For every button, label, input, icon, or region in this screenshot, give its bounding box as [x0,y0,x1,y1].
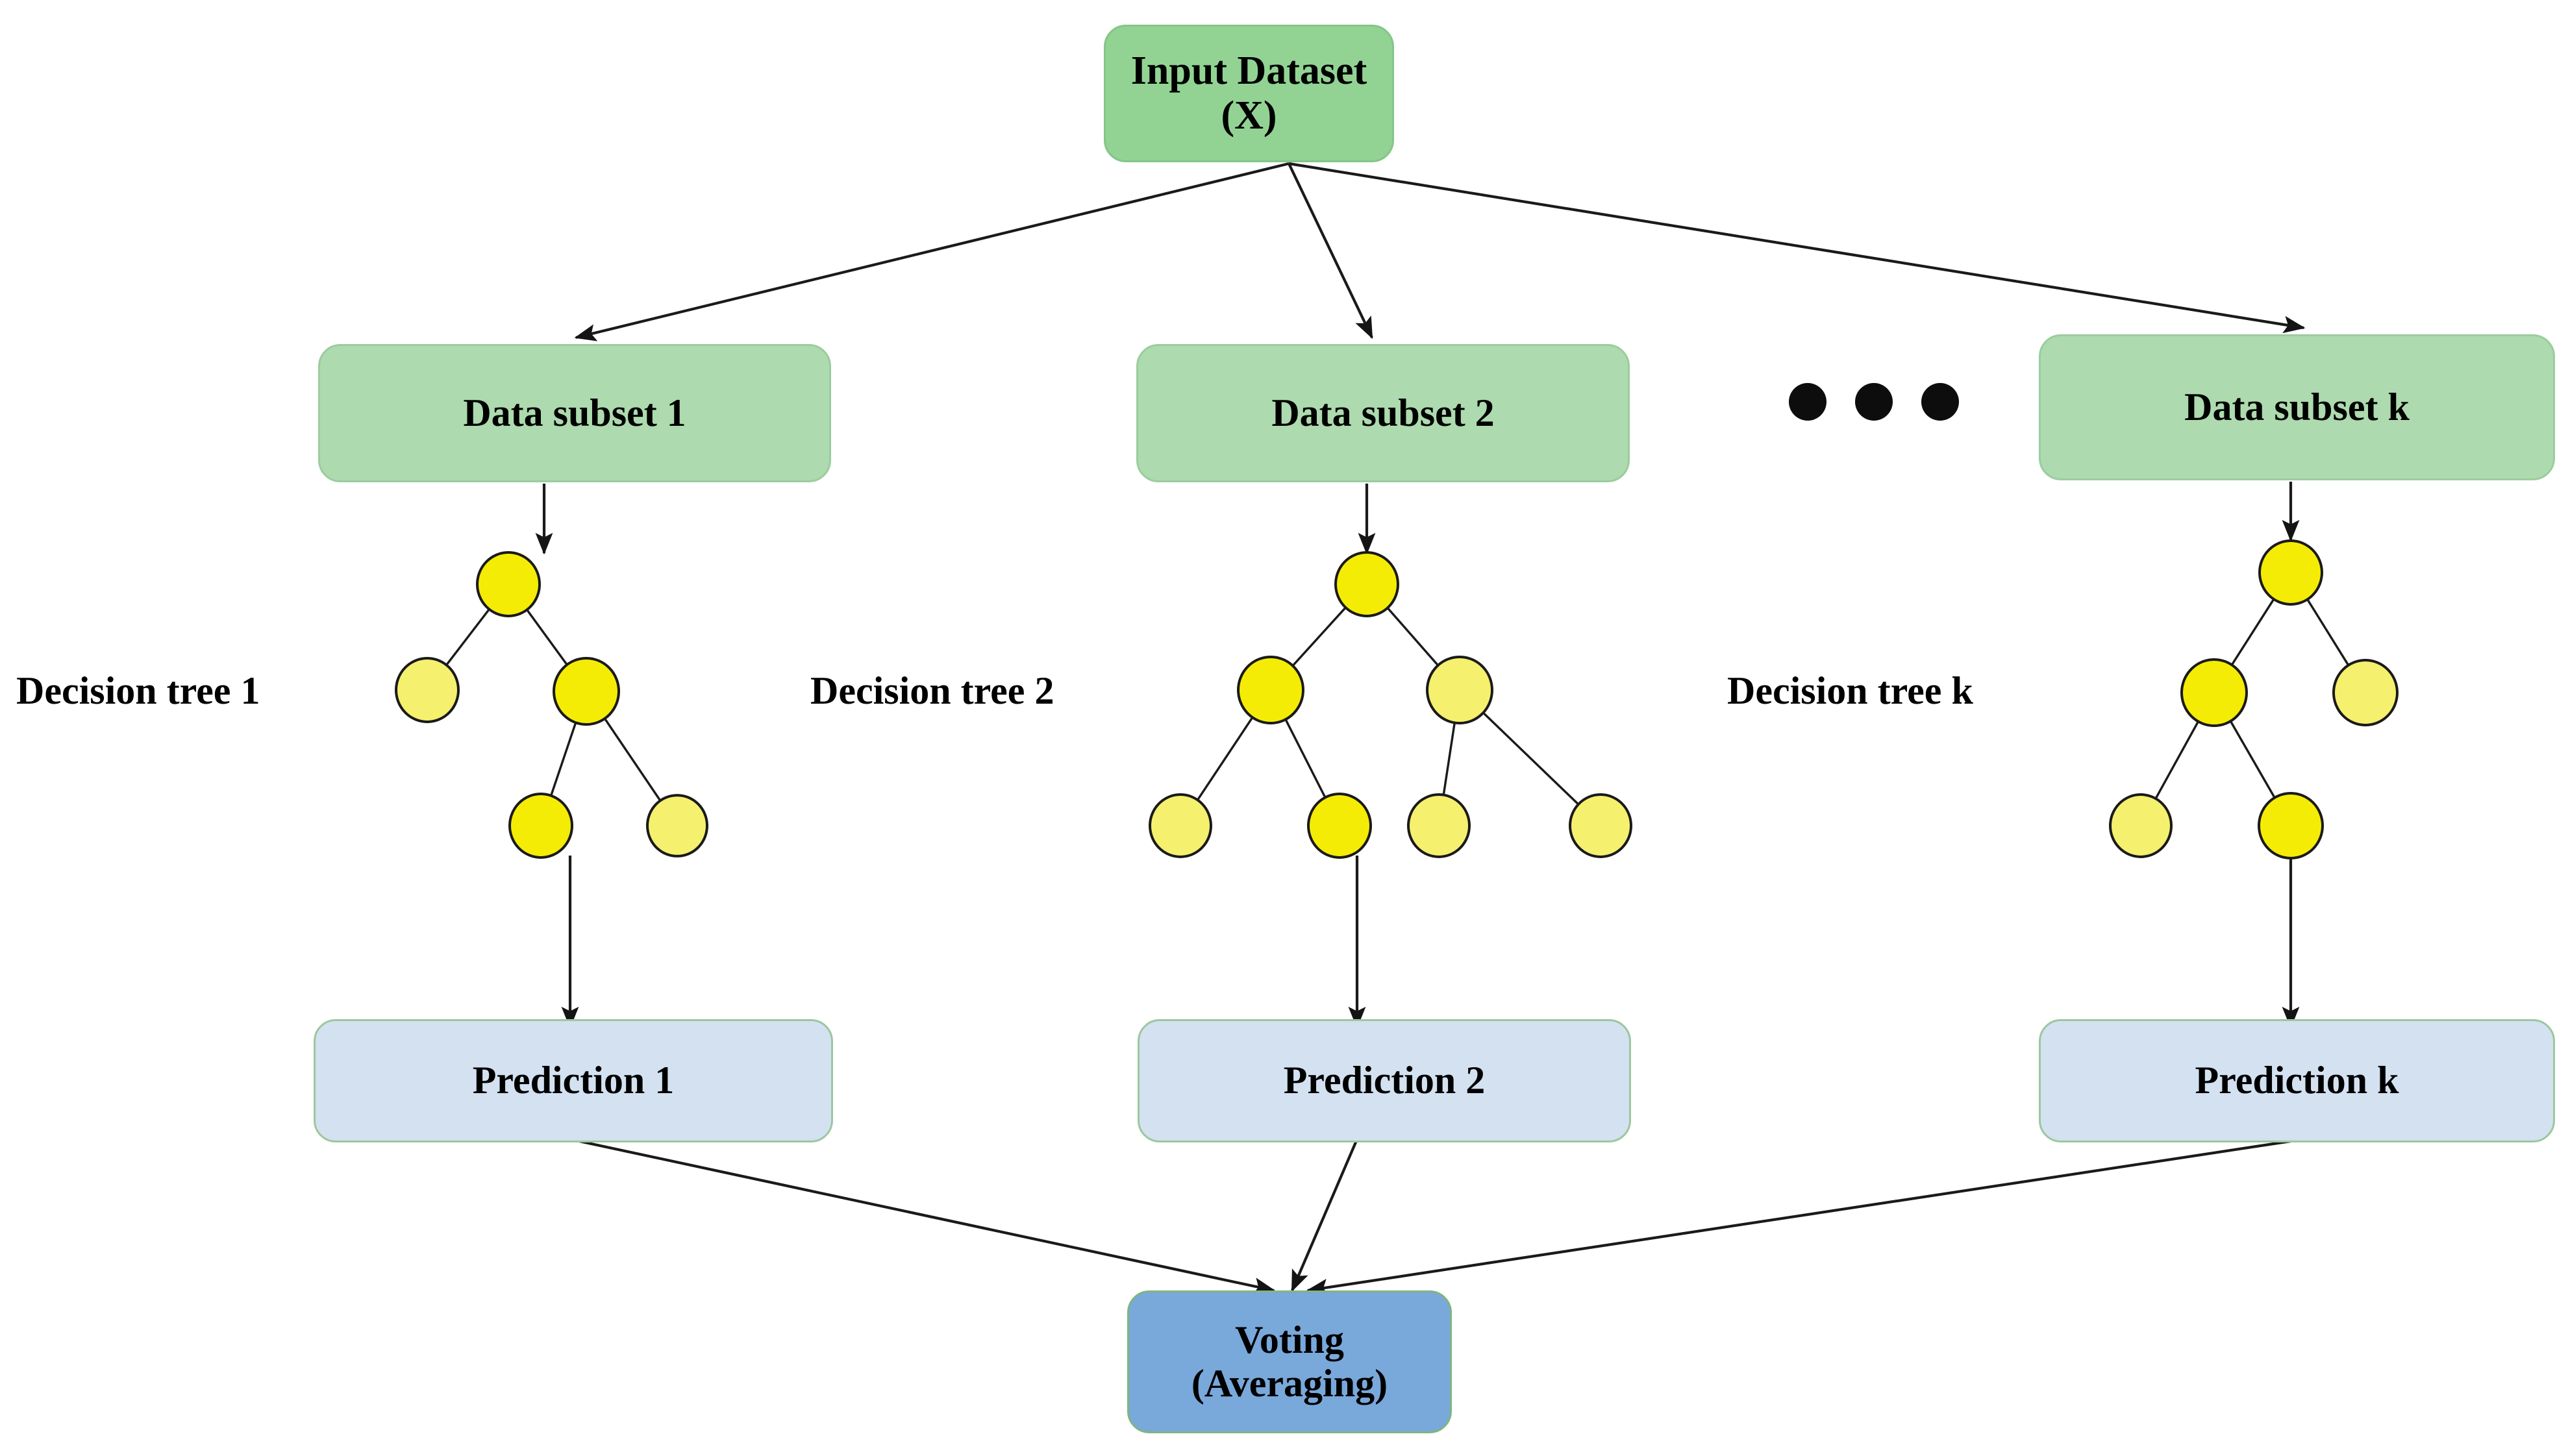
tree-node-bright[interactable] [1307,793,1372,859]
input-dataset-label: Input Dataset (X) [1130,48,1367,138]
tree-node-bright[interactable] [2180,658,2248,727]
prediction-k-label: Prediction k [2195,1059,2399,1102]
tree-edge [1386,606,1440,668]
tree-node-light[interactable] [1569,793,1632,858]
prediction-k-to-voting-arrow [1306,1139,2291,1296]
tree-node-bright[interactable] [2258,792,2324,859]
decision-tree-2-label: Decision tree 2 [810,669,1054,712]
input-to-subset-1-arrow [574,162,1290,341]
tree-node-bright[interactable] [508,793,573,859]
tree-node-light[interactable] [2109,793,2173,858]
ellipsis-dot-2 [1855,383,1893,421]
voting-label: Voting [1235,1318,1344,1361]
tree-edge [603,716,662,803]
averaging-label: (Averaging) [1191,1362,1388,1405]
tree-edge [1481,711,1580,807]
ellipsis-three-dots [1789,383,1959,421]
data-subset-2-box[interactable]: Data subset 2 [1136,344,1630,482]
ellipsis-dot-1 [1789,383,1826,421]
prediction-2-to-voting-arrow [1291,1139,1358,1292]
decision-tree-k-label: Decision tree k [1727,669,1973,712]
decision-tree-1-label: Decision tree 1 [16,669,260,712]
input-to-subset-2-arrow [1288,163,1373,339]
data-subset-2-label: Data subset 2 [1271,391,1495,434]
tree-edge [1291,605,1348,668]
input-to-subset-k-arrow [1288,162,2306,334]
tree-node-light[interactable] [2332,659,2399,726]
tree-edge [549,720,578,798]
prediction-2-box[interactable]: Prediction 2 [1138,1019,1631,1142]
tree-node-bright[interactable] [476,551,541,617]
tree-edge [2154,719,2200,801]
prediction-k-box[interactable]: Prediction k [2039,1019,2555,1142]
tree-node-bright[interactable] [1237,656,1304,724]
tree-edge [525,608,569,667]
tree-node-light[interactable] [1426,656,1493,724]
data-subset-k-label: Data subset k [2184,385,2410,428]
prediction-1-label: Prediction 1 [472,1059,675,1102]
voting-box-text: Voting (Averaging) [1191,1318,1388,1405]
tree-edge [1442,721,1456,797]
tree-nodes [395,539,2399,859]
tree-node-bright[interactable] [1334,551,1399,617]
tree-edge [1195,715,1254,802]
tree-node-light[interactable] [646,794,708,858]
data-subset-1-label: Data subset 1 [463,391,686,434]
tree-edges [444,597,2350,807]
data-subset-k-box[interactable]: Data subset k [2039,334,2555,480]
tree-edge [2230,597,2276,667]
data-subset-1-box[interactable]: Data subset 1 [318,344,831,482]
tree-node-bright[interactable] [2258,539,2323,606]
prediction-1-box[interactable]: Prediction 1 [314,1019,833,1142]
ellipsis-dot-3 [1921,383,1959,421]
tree-edge [444,607,492,667]
tree-edge [2228,719,2277,800]
input-dataset-box[interactable]: Input Dataset (X) [1104,25,1394,162]
prediction-2-label: Prediction 2 [1283,1059,1486,1102]
tree-node-light[interactable] [1149,793,1212,858]
voting-averaging-box[interactable]: Voting (Averaging) [1127,1290,1452,1433]
prediction-1-to-voting-arrow [569,1137,1276,1295]
tree-node-bright[interactable] [553,657,620,726]
tree-node-light[interactable] [1407,793,1471,858]
tree-edge [1284,717,1327,800]
tree-node-light[interactable] [395,657,460,723]
tree-edge [2305,597,2350,667]
